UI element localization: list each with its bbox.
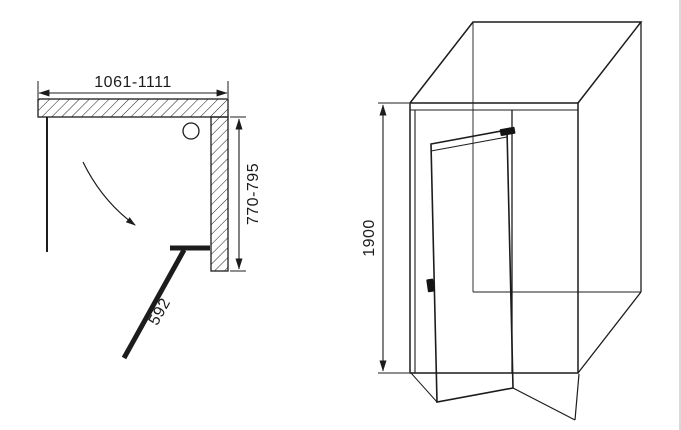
door-swing-trace-left (410, 372, 438, 403)
drain-circle (182, 122, 200, 140)
pivot-hinge (499, 126, 516, 136)
plan-depth-dimension: 770-795 (230, 116, 262, 272)
plan-wall-right (210, 116, 229, 272)
width-dimension-label: 1061-1111 (94, 74, 171, 91)
door-glass (430, 129, 514, 403)
door-top-profile (430, 136, 508, 152)
right-bottom-edge (577, 291, 642, 374)
height-dimension-label: 1900 (361, 219, 378, 257)
door-swing-arrow (82, 161, 136, 226)
plan-view: 1061-1111 770-795 592 (37, 74, 262, 360)
plan-door-leaf (121, 248, 187, 360)
door-handle (426, 278, 435, 293)
plan-wall-top (37, 98, 229, 118)
plan-width-dimension: 1061-1111 (37, 74, 229, 98)
image-right-edge (679, 0, 681, 430)
elevation-view: 1900 (361, 21, 643, 421)
top-face (409, 21, 643, 104)
height-dimension: 1900 (361, 102, 409, 374)
door-swing-trace-right (512, 387, 576, 421)
door-swing-trace-edge (574, 373, 580, 421)
depth-dimension-label: 770-795 (245, 163, 262, 225)
door-width-dimension-label: 592 (146, 295, 175, 328)
